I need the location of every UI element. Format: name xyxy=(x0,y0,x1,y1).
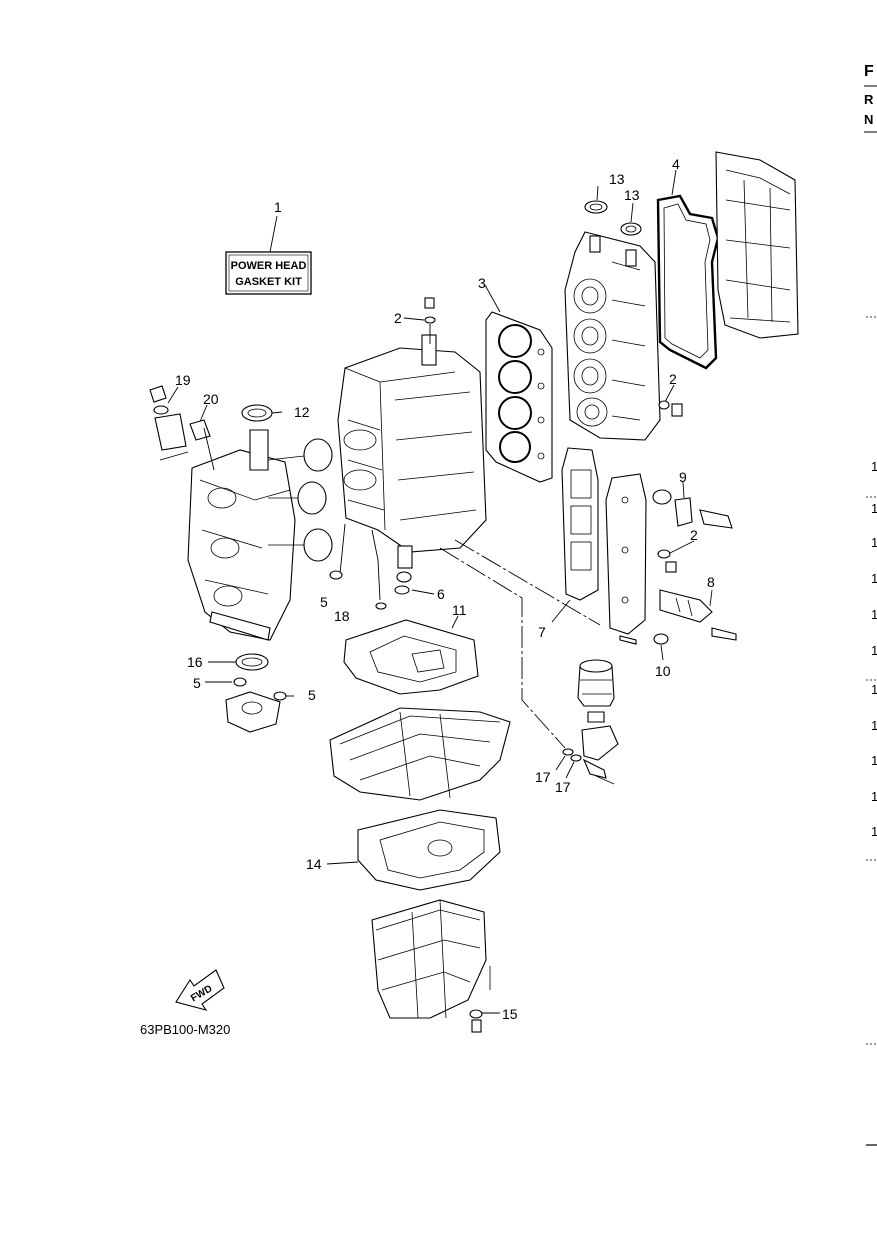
drain-plug-15 xyxy=(469,1009,500,1033)
cylinder-block xyxy=(337,334,487,569)
gasket-kit-label: POWER HEAD GASKET KIT xyxy=(225,215,312,295)
o-ring-17 xyxy=(555,748,582,779)
oil-seal-12 xyxy=(241,404,283,422)
callout-2: 2 xyxy=(690,527,698,543)
breather-19-20 xyxy=(149,385,215,471)
exhaust-cover xyxy=(605,473,647,645)
plug-2-mid xyxy=(657,540,695,573)
oil-filter xyxy=(577,659,619,785)
row-fragment: 1 xyxy=(871,824,877,839)
callout-2: 2 xyxy=(669,371,677,387)
callout-10: 10 xyxy=(655,663,671,679)
thermostat-gasket-9 xyxy=(652,481,733,529)
o-ring-6 xyxy=(394,571,435,595)
head-cover-gasket-4 xyxy=(656,169,720,370)
callout-4: 4 xyxy=(672,156,680,172)
row-fragment: 1 xyxy=(871,571,877,586)
oil-pan xyxy=(329,707,511,801)
o-ring-5-left xyxy=(329,523,346,580)
row-fragment: 1 xyxy=(871,789,877,804)
callout-13: 13 xyxy=(609,171,625,187)
head-gasket-3 xyxy=(484,284,553,483)
gasket-14 xyxy=(326,809,501,891)
exhaust-gasket-7 xyxy=(551,447,599,623)
header-letter-r: R xyxy=(864,92,874,107)
callout-16: 16 xyxy=(187,654,203,670)
fwd-arrow: FWD xyxy=(175,969,225,1011)
plug-2-top xyxy=(403,297,436,344)
callout-1: 1 xyxy=(274,199,282,215)
plug-2-upper xyxy=(658,384,683,417)
o-ring-18 xyxy=(371,529,387,610)
callout-11: 11 xyxy=(452,602,467,618)
callout-20: 20 xyxy=(203,391,219,407)
relief-gasket-8 xyxy=(659,589,737,641)
row-fragment: 1 xyxy=(871,753,877,768)
row-fragment: 1 xyxy=(871,682,877,697)
row-fragment: 1 xyxy=(871,607,877,622)
callout-18: 18 xyxy=(334,608,350,624)
kit-label-line2: GASKET KIT xyxy=(235,276,302,288)
callout-5: 5 xyxy=(320,594,328,610)
callout-12: 12 xyxy=(294,404,310,420)
callout-labels: 1 2 2 2 3 4 5 5 5 6 7 8 9 10 11 12 13 13… xyxy=(175,156,715,1022)
row-fragment: 1 xyxy=(871,718,877,733)
reference-code: 63PB100-M320 xyxy=(140,1022,230,1037)
kit-label-line1: POWER HEAD xyxy=(231,260,307,272)
callout-5: 5 xyxy=(193,675,201,691)
callout-8: 8 xyxy=(707,574,715,590)
cylinder-head-cover xyxy=(715,151,799,339)
exhaust-guide xyxy=(371,899,491,1019)
callout-9: 9 xyxy=(679,469,687,485)
seal-10 xyxy=(653,633,669,661)
row-fragment: 1 xyxy=(871,501,877,516)
row-fragment: 1 xyxy=(871,643,877,658)
piston xyxy=(267,438,333,562)
o-ring-5-lower xyxy=(205,677,294,701)
header-letter-f: F xyxy=(864,63,874,80)
gasket-11 xyxy=(343,615,479,695)
oil-seal-13 xyxy=(584,185,642,236)
lower-housing xyxy=(225,691,281,733)
lower-seal-16 xyxy=(208,653,269,671)
cylinder-head xyxy=(564,231,661,441)
callout-3: 3 xyxy=(478,275,486,291)
callout-7: 7 xyxy=(538,624,546,640)
callout-15: 15 xyxy=(502,1006,518,1022)
row-fragment: 1 xyxy=(871,459,877,474)
callout-2: 2 xyxy=(394,310,402,326)
callout-13: 13 xyxy=(624,187,640,203)
callout-17: 17 xyxy=(535,769,551,785)
leader-lines-dashed xyxy=(439,539,601,749)
callout-5: 5 xyxy=(308,687,316,703)
right-edge-fragments: F R N 1 1 1 1 1 1 1 1 1 1 1 xyxy=(864,63,877,1146)
row-fragment: 1 xyxy=(871,535,877,550)
callout-14: 14 xyxy=(306,856,322,872)
callout-6: 6 xyxy=(437,586,445,602)
header-letter-n: N xyxy=(864,112,873,127)
callout-17: 17 xyxy=(555,779,571,795)
crankshaft-assembly xyxy=(187,429,333,641)
callout-19: 19 xyxy=(175,372,191,388)
